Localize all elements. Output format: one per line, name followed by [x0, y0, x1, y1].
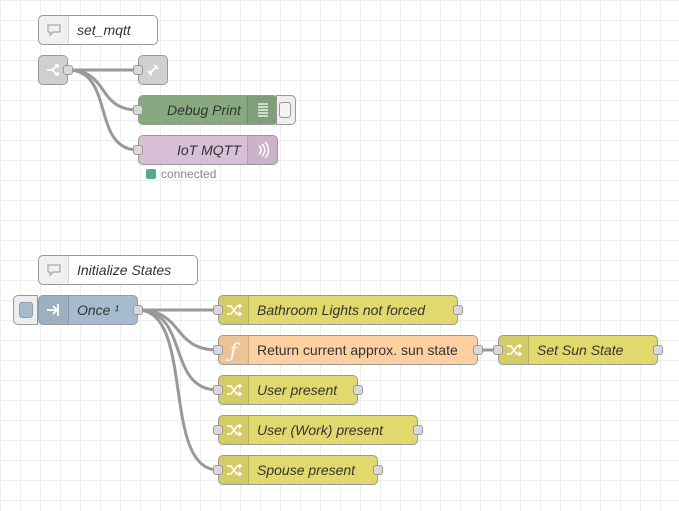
- comment-node-set-mqtt[interactable]: set_mqtt: [38, 15, 158, 45]
- status-text: connected: [161, 167, 217, 181]
- list-icon: [247, 96, 277, 124]
- shuffle-icon: [219, 416, 249, 444]
- debug-node[interactable]: Debug Print: [138, 95, 278, 125]
- input-port[interactable]: [133, 65, 143, 75]
- output-port[interactable]: [653, 345, 663, 355]
- node-label: Once ¹: [77, 302, 120, 318]
- output-port[interactable]: [63, 65, 73, 75]
- input-port[interactable]: [133, 105, 143, 115]
- output-port[interactable]: [453, 305, 463, 315]
- wire: [137, 308, 219, 472]
- function-node-sun-state[interactable]: ƒ Return current approx. sun state: [218, 335, 478, 365]
- node-label: Return current approx. sun state: [257, 342, 458, 358]
- mqtt-out-node[interactable]: IoT MQTT: [138, 135, 278, 165]
- link-icon: [139, 56, 167, 84]
- output-port[interactable]: [413, 425, 423, 435]
- node-label: User (Work) present: [257, 422, 384, 438]
- wire: [67, 68, 139, 112]
- speech-bubble-icon: [39, 16, 69, 44]
- node-label: IoT MQTT: [177, 142, 241, 158]
- shuffle-icon: [499, 336, 529, 364]
- change-node-user-work[interactable]: User (Work) present: [218, 415, 418, 445]
- wireless-icon: [247, 136, 277, 164]
- node-label: Initialize States: [77, 262, 172, 278]
- change-node-user[interactable]: User present: [218, 375, 358, 405]
- inject-node[interactable]: Once ¹: [38, 295, 138, 325]
- output-port[interactable]: [353, 385, 363, 395]
- input-port[interactable]: [213, 345, 223, 355]
- link-node[interactable]: [138, 55, 168, 85]
- status-dot-icon: [146, 169, 156, 179]
- input-port[interactable]: [213, 425, 223, 435]
- node-label: User present: [257, 382, 338, 398]
- change-node-sun-state[interactable]: Set Sun State: [498, 335, 658, 365]
- wire: [67, 68, 139, 152]
- node-status: connected: [146, 167, 216, 181]
- switch-icon: [39, 56, 67, 84]
- shuffle-icon: [219, 376, 249, 404]
- node-label: Set Sun State: [537, 342, 624, 358]
- node-label: Debug Print: [167, 102, 241, 118]
- arrow-in-icon: [39, 296, 69, 324]
- input-port[interactable]: [493, 345, 503, 355]
- change-node-bathroom[interactable]: Bathroom Lights not forced: [218, 295, 458, 325]
- node-label: Spouse present: [257, 462, 356, 478]
- output-port[interactable]: [473, 345, 483, 355]
- output-port[interactable]: [373, 465, 383, 475]
- function-icon: ƒ: [219, 336, 249, 364]
- inject-trigger-button[interactable]: [13, 295, 38, 325]
- input-port[interactable]: [213, 305, 223, 315]
- speech-bubble-icon: [39, 256, 69, 284]
- comment-node-initialize-states[interactable]: Initialize States: [38, 255, 198, 285]
- input-port[interactable]: [133, 145, 143, 155]
- node-label: set_mqtt: [77, 22, 131, 38]
- shuffle-icon: [219, 456, 249, 484]
- node-label: Bathroom Lights not forced: [257, 302, 426, 318]
- change-node-spouse[interactable]: Spouse present: [218, 455, 378, 485]
- output-port[interactable]: [133, 305, 143, 315]
- input-port[interactable]: [213, 465, 223, 475]
- shuffle-icon: [219, 296, 249, 324]
- debug-toggle-button[interactable]: [276, 95, 296, 125]
- input-port[interactable]: [213, 385, 223, 395]
- wire: [137, 308, 219, 352]
